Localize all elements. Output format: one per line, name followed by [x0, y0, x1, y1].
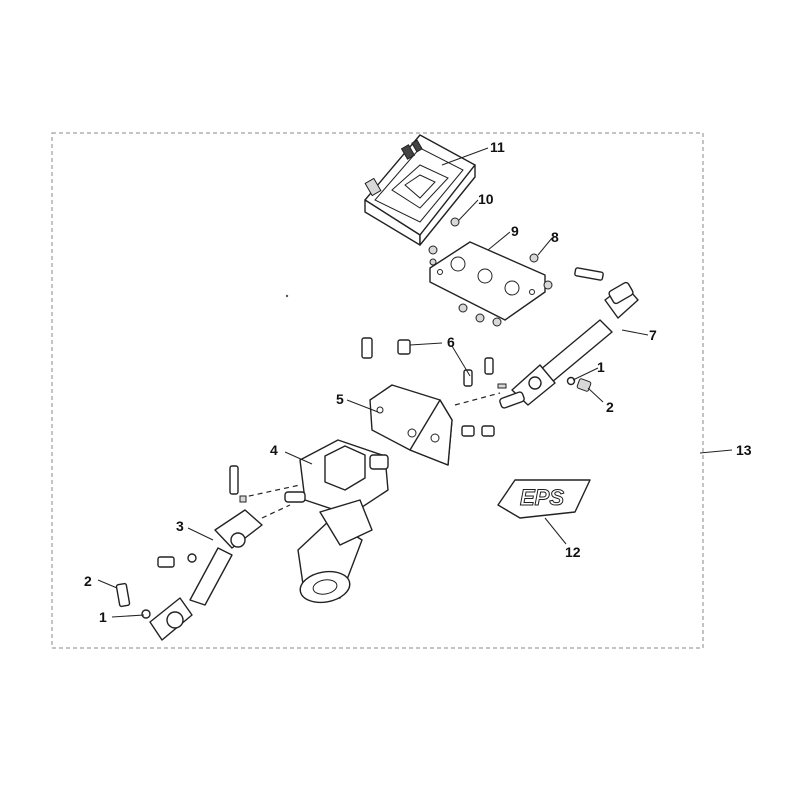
- assembly-lines: [239, 392, 501, 519]
- part-6-bolts: [361, 337, 507, 437]
- callout-labels: 11 10 9 8 7 6 1 2 5 4 3 2 1 12 13: [84, 139, 752, 625]
- part-1-upper-nut: [566, 376, 576, 386]
- leader-lines: [97, 147, 733, 618]
- part-2-lower-bolt: [115, 582, 131, 608]
- part-7-upper-shaft: [499, 267, 639, 409]
- callout-10: 10: [478, 191, 494, 207]
- part-12-eps-decal: EPS: [497, 479, 591, 519]
- callout-2-lower: 2: [84, 573, 92, 589]
- part-4-eps-motor-gearbox: [284, 439, 389, 604]
- callout-1-lower: 1: [99, 609, 107, 625]
- decal-text: EPS: [520, 485, 564, 510]
- motor-cylinder: [297, 499, 373, 604]
- part-3-lower-shaft: [149, 465, 263, 641]
- assembly-boundary-frame: [51, 132, 704, 649]
- callout-13: 13: [736, 442, 752, 458]
- part-9-mounting-bracket: [429, 241, 546, 321]
- callout-4: 4: [270, 442, 278, 458]
- callout-7: 7: [649, 327, 657, 343]
- callout-5: 5: [336, 391, 344, 407]
- part-2-upper-bolt: [576, 378, 592, 392]
- callout-12: 12: [565, 544, 581, 560]
- callout-8: 8: [551, 229, 559, 245]
- callout-1-upper: 1: [597, 359, 605, 375]
- part-1-lower-nut: [141, 609, 151, 619]
- part-8-nuts: [458, 253, 553, 327]
- part-10-screws: [428, 217, 460, 266]
- callout-2-upper: 2: [606, 399, 614, 415]
- callout-11: 11: [490, 139, 505, 155]
- part-5-support-bracket: [369, 384, 453, 466]
- callout-3: 3: [176, 518, 184, 534]
- stray-dot: [285, 294, 289, 298]
- callout-6: 6: [447, 334, 455, 350]
- part-11-eps-controller: [364, 134, 476, 246]
- callout-9: 9: [511, 223, 519, 239]
